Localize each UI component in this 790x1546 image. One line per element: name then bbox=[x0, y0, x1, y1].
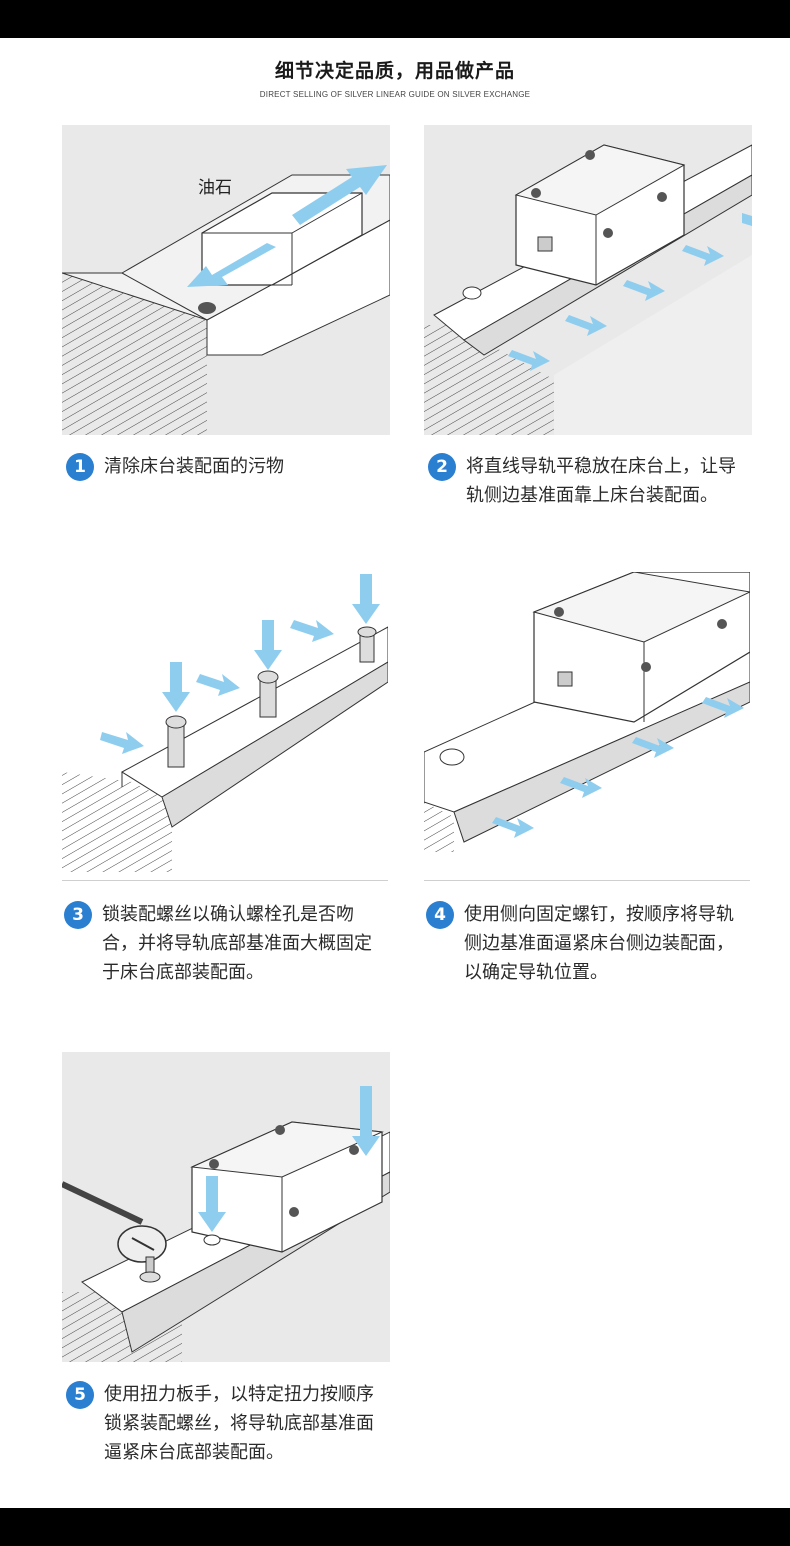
step-3: 3 锁装配螺丝以确认螺栓孔是否吻合，并将导轨底部基准面大概固定于床台底部装配面。 bbox=[64, 900, 386, 987]
page-subtitle: DIRECT SELLING OF SILVER LINEAR GUIDE ON… bbox=[259, 90, 531, 99]
illustration-oilstone: 油石 bbox=[62, 165, 390, 435]
step-5: 5 使用扭力板手，以特定扭力按顺序锁紧装配螺丝，将导轨底部基准面逼紧床台底部装配… bbox=[66, 1380, 388, 1467]
step-1: 1 清除床台装配面的污物 bbox=[66, 452, 386, 481]
step-text-2: 将直线导轨平稳放在床台上，让导轨侧边基准面靠上床台装配面。 bbox=[466, 456, 736, 506]
panel-clean-surface: 油石 bbox=[62, 125, 390, 435]
panel-torque-wrench bbox=[62, 1052, 390, 1362]
step-text-4: 使用侧向固定螺钉，按顺序将导轨侧边基准面逼紧床台侧边装配面，以确定导轨位置。 bbox=[464, 904, 734, 983]
step-text-5: 使用扭力板手，以特定扭力按顺序锁紧装配螺丝，将导轨底部基准面逼紧床台底部装配面。 bbox=[104, 1384, 374, 1463]
illustration-torque-wrench bbox=[62, 1086, 390, 1362]
oilstone-label: 油石 bbox=[198, 178, 232, 198]
page-title: 细节决定品质，用品做产品 bbox=[274, 60, 515, 82]
step-2: 2 将直线导轨平稳放在床台上，让导轨侧边基准面靠上床台装配面。 bbox=[428, 452, 744, 510]
divider-right bbox=[424, 880, 750, 881]
illustration-side-screws bbox=[424, 572, 750, 852]
step-text-1: 清除床台装配面的污物 bbox=[104, 456, 284, 477]
step-number-1: 1 bbox=[66, 453, 94, 481]
step-text-3: 锁装配螺丝以确认螺栓孔是否吻合，并将导轨底部基准面大概固定于床台底部装配面。 bbox=[102, 904, 372, 983]
step-number-4: 4 bbox=[426, 901, 454, 929]
step-number-3: 3 bbox=[64, 901, 92, 929]
step-4: 4 使用侧向固定螺钉，按顺序将导轨侧边基准面逼紧床台侧边装配面，以确定导轨位置。 bbox=[426, 900, 744, 987]
bottom-bar bbox=[0, 1508, 790, 1546]
step-number-2: 2 bbox=[428, 453, 456, 481]
illustration-screws bbox=[62, 574, 388, 872]
top-bar bbox=[0, 0, 790, 38]
step-number-5: 5 bbox=[66, 1381, 94, 1409]
panel-side-screws bbox=[424, 572, 750, 880]
divider-left bbox=[62, 880, 388, 881]
panel-lock-screws bbox=[62, 572, 388, 880]
panel-place-rail bbox=[424, 125, 752, 435]
illustration-rail-placement bbox=[424, 144, 752, 435]
